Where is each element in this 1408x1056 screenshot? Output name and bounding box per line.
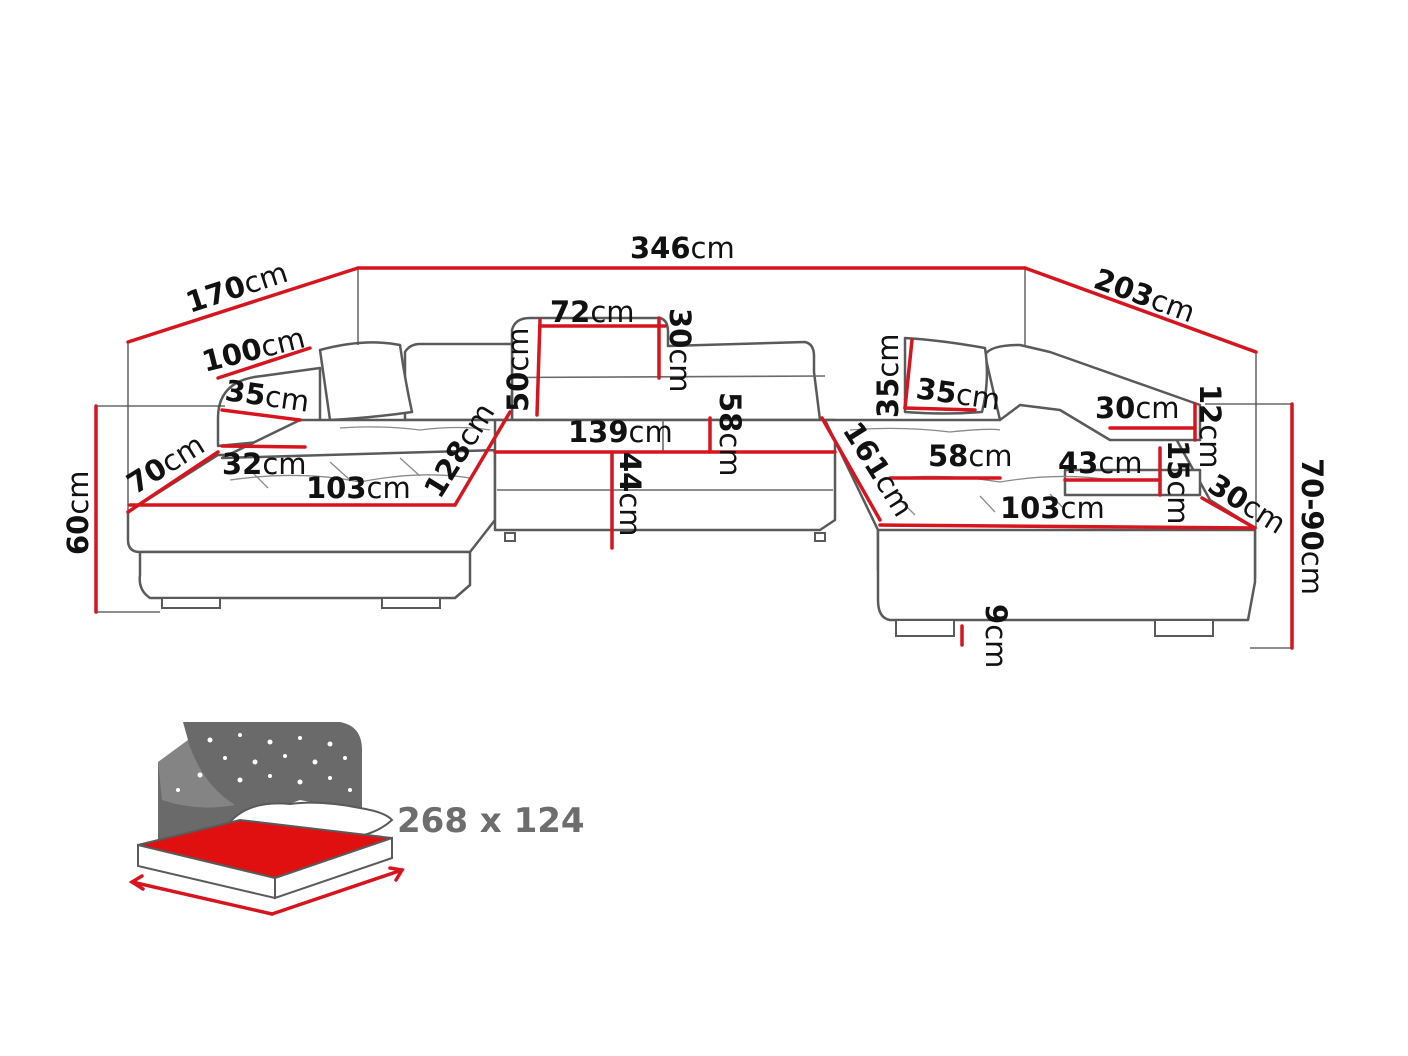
left-chaise-base [138,550,472,600]
label-left-back: 100cm [198,320,308,378]
label-right-armrest-top: 30cm [1095,391,1180,425]
bed-width-arrow [270,868,404,916]
center-backrest [510,316,822,422]
leg [1154,619,1214,637]
label-seat-height: 44cm [613,452,647,537]
label-right-headrest-width: 35cm [914,371,1002,416]
dim-left-armrest-width [220,444,307,449]
stars [176,733,352,792]
bed-length-arrow [130,880,274,916]
label-back-height: 50cm [501,327,535,412]
center-seat [493,418,837,532]
leg [504,532,516,542]
label-right-depth: 203cm [1090,262,1200,330]
left-pillow [318,341,414,422]
label-left-armrest-width: 32cm [222,447,307,481]
label-headrest-width: 72cm [550,295,635,329]
label-total-height: 70-90cm [1295,458,1329,595]
dimension-lines [94,266,1294,650]
label-right-chaise-seat: 103cm [1000,491,1105,525]
label-total-width: 346cm [630,231,735,265]
dim-right-headrest-height [903,338,914,410]
leg [381,597,441,609]
label-right-seat-depth: 58cm [928,439,1013,473]
label-left-chaise-seat: 103cm [306,471,411,505]
label-left-armrest-depth: 35cm [223,373,311,418]
dim-left-inner [453,410,512,507]
guide-lines [96,268,1292,649]
bed-base-side [274,836,393,900]
right-pillow [903,336,989,415]
bed-size-label: 268 x 124 [397,801,585,841]
dim-right-inner [820,416,882,522]
bed-function-icon [128,722,405,916]
label-left-height: 60cm [61,470,95,555]
label-leg-height: 9cm [979,604,1013,668]
label-center-width: 139cm [568,415,673,449]
label-right-armrest-height: 15cm [1161,440,1195,525]
leg [161,597,221,609]
dim-right-depth [1023,266,1258,354]
label-center-seat-depth: 58cm [713,392,747,477]
label-right-armrest-width: 43cm [1058,446,1143,480]
dimension-labels: 346cm 170cm 203cm 100cm 35cm 70cm 32cm 1… [61,231,1329,668]
starry-night-icon [158,722,362,848]
dim-left-chaise-front [126,450,220,514]
label-right-headrest-height: 35cm [871,333,905,418]
right-armrest [983,343,1202,442]
dim-right-chaise-seat [878,523,1257,530]
dim-left-back [216,346,312,380]
dim-right-headrest-width [903,406,977,412]
label-headrest-height: 30cm [663,308,697,393]
dim-left-armrest-depth [220,408,302,422]
right-chaise-base [876,528,1257,622]
leg [814,532,826,542]
dim-left-depth [126,266,360,344]
leg [895,619,955,637]
dim-right-chaise-front [1200,496,1257,530]
label-right-armrest-rise: 12cm [1193,384,1227,469]
right-armrest-side [1063,468,1202,497]
dim-back-height [535,318,542,417]
label-left-depth: 170cm [182,255,292,320]
left-backrest [403,342,514,422]
seat-tufting [229,426,1111,516]
